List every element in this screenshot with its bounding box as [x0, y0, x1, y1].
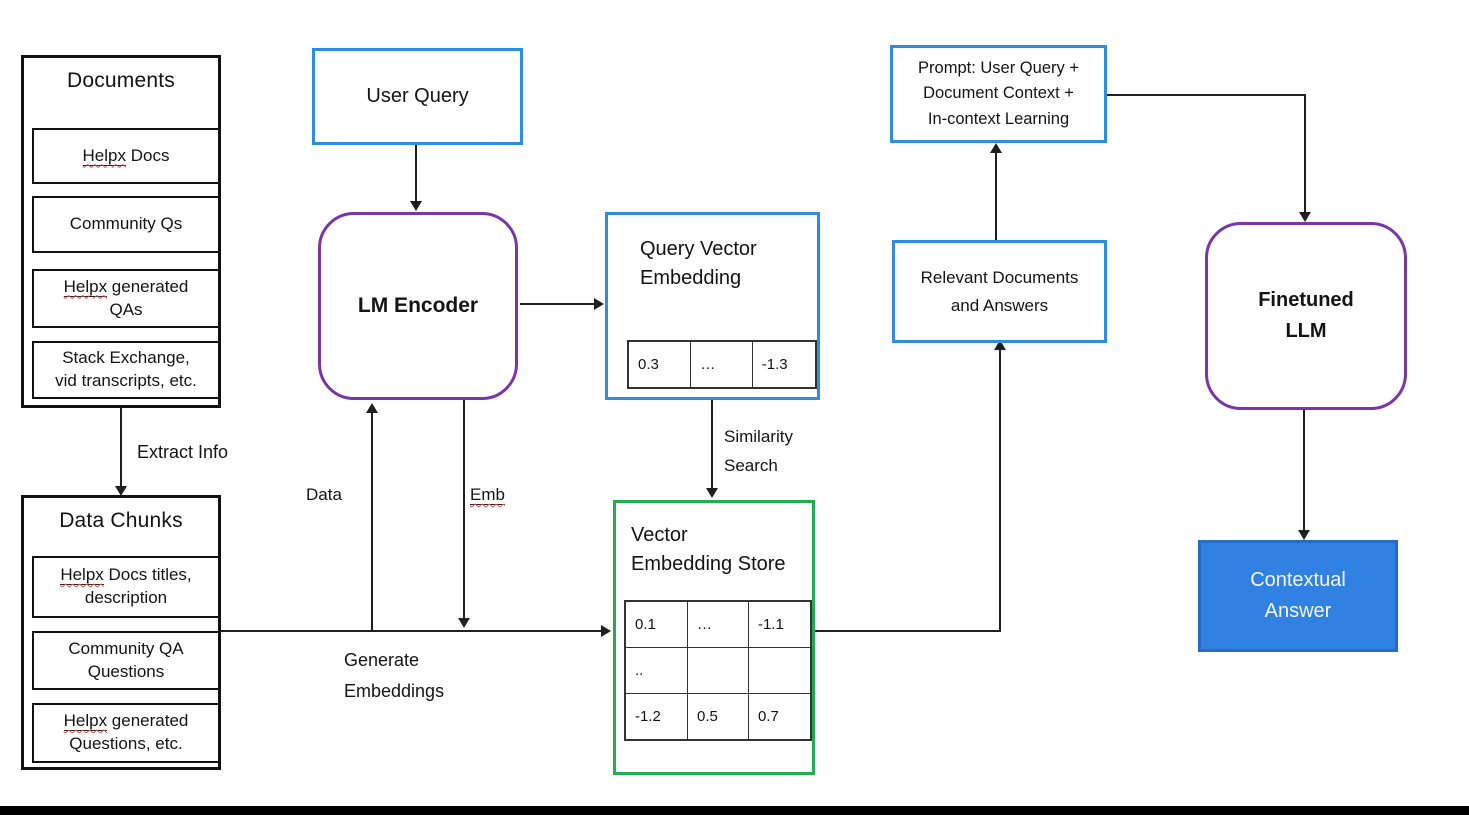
arrow-line	[463, 400, 465, 622]
extract-info-label: Extract Info	[137, 442, 229, 462]
query-embedding-vector-table: 0.3 … -1.3	[627, 340, 817, 389]
documents-item-label: Stack Exchange,	[62, 348, 190, 368]
arrow-line	[995, 151, 997, 240]
documents-item-community-qs: Community Qs	[32, 196, 220, 253]
matrix-cell: …	[687, 600, 749, 648]
arrowhead-right-icon	[594, 298, 604, 310]
matrix-cell: 0.5	[687, 693, 749, 741]
matrix-cell: -1.2	[624, 693, 689, 741]
arrowhead-down-icon	[1299, 212, 1311, 222]
arrow-line	[1107, 94, 1306, 96]
query-vector-embedding-title: Query Vector Embedding	[640, 238, 757, 289]
arrowhead-down-icon	[410, 201, 422, 211]
prompt-box: Prompt: User Query + Document Context + …	[890, 45, 1107, 143]
matrix-cell: 0.7	[747, 693, 812, 741]
documents-item-label: Helpx generated	[63, 276, 189, 297]
arrow-line	[815, 630, 1001, 632]
documents-item-helpx-docs: Helpx Docs	[32, 128, 220, 184]
arrowhead-down-icon	[1298, 530, 1310, 540]
arrow-line	[371, 412, 373, 632]
arrow-line	[221, 630, 603, 632]
vector-cell: -1.3	[751, 340, 817, 389]
matrix-cell	[687, 647, 749, 694]
documents-box: Documents Helpx Docs Community Qs Helpx …	[21, 55, 221, 408]
bottom-bar	[0, 806, 1469, 815]
user-query-box: User Query	[312, 48, 523, 145]
data-chunks-item-label: Community QA	[68, 638, 184, 658]
finetuned-llm-box: Finetuned LLM	[1205, 222, 1407, 410]
data-chunks-title: Data Chunks	[59, 509, 183, 532]
arrowhead-down-icon	[115, 486, 127, 496]
data-chunks-item-label: Helpx Docs titles,	[60, 565, 192, 586]
documents-item-stack-exchange: Stack Exchange, vid transcripts, etc.	[32, 341, 220, 399]
similarity-search-label: Similarity Search	[724, 427, 793, 475]
data-label: Data	[306, 485, 342, 504]
embedding-store-matrix-table: 0.1 … -1.1 .. -1.2 0.5 0.7	[624, 600, 812, 741]
arrow-line	[1304, 94, 1306, 214]
lm-encoder-box: LM Encoder	[318, 212, 518, 400]
arrow-line	[711, 400, 713, 490]
lm-encoder-label: LM Encoder	[357, 294, 479, 317]
arrow-line	[520, 303, 596, 305]
data-chunks-item-helpx-titles: Helpx Docs titles, description	[32, 556, 220, 618]
documents-item-label: Community Qs	[69, 214, 183, 234]
matrix-cell: ..	[624, 647, 689, 694]
vector-embedding-store-box: Vector Embedding Store 0.1 … -1.1 .. -1.…	[613, 500, 815, 775]
data-chunks-item-label: Helpx generated	[63, 711, 189, 732]
arrowhead-up-icon	[990, 143, 1002, 153]
documents-item-label: Helpx Docs	[82, 145, 170, 166]
documents-item-helpx-generated-qas: Helpx generated QAs	[32, 269, 220, 328]
matrix-cell	[747, 647, 812, 694]
arrowhead-right-icon	[601, 625, 611, 637]
vector-cell: 0.3	[627, 340, 692, 389]
arrow-line	[415, 145, 417, 203]
query-vector-embedding-box: Query Vector Embedding 0.3 … -1.3	[605, 212, 820, 400]
data-chunks-item-community-qa: Community QA Questions	[32, 631, 220, 690]
documents-title: Documents	[66, 69, 175, 92]
matrix-cell: 0.1	[624, 600, 689, 648]
vector-embedding-store-title: Vector Embedding Store	[631, 524, 786, 575]
contextual-answer-box: Contextual Answer	[1198, 540, 1398, 652]
relevant-documents-box: Relevant Documents and Answers	[892, 240, 1107, 343]
arrow-line	[999, 348, 1001, 632]
arrowhead-down-icon	[706, 488, 718, 498]
data-chunks-box: Data Chunks Helpx Docs titles, descripti…	[21, 495, 221, 770]
data-chunks-item-helpx-questions: Helpx generated Questions, etc.	[32, 703, 220, 763]
arrow-line	[1303, 410, 1305, 532]
vector-cell: …	[690, 340, 753, 389]
arrowhead-down-icon	[458, 618, 470, 628]
matrix-cell: -1.1	[747, 600, 812, 648]
arrowhead-up-icon	[994, 340, 1006, 350]
user-query-label: User Query	[366, 85, 469, 107]
arrowhead-up-icon	[366, 403, 378, 413]
emb-label: Emb	[470, 485, 505, 505]
arrow-line	[120, 408, 122, 488]
generate-embeddings-label: Generate Embeddings	[344, 650, 445, 701]
